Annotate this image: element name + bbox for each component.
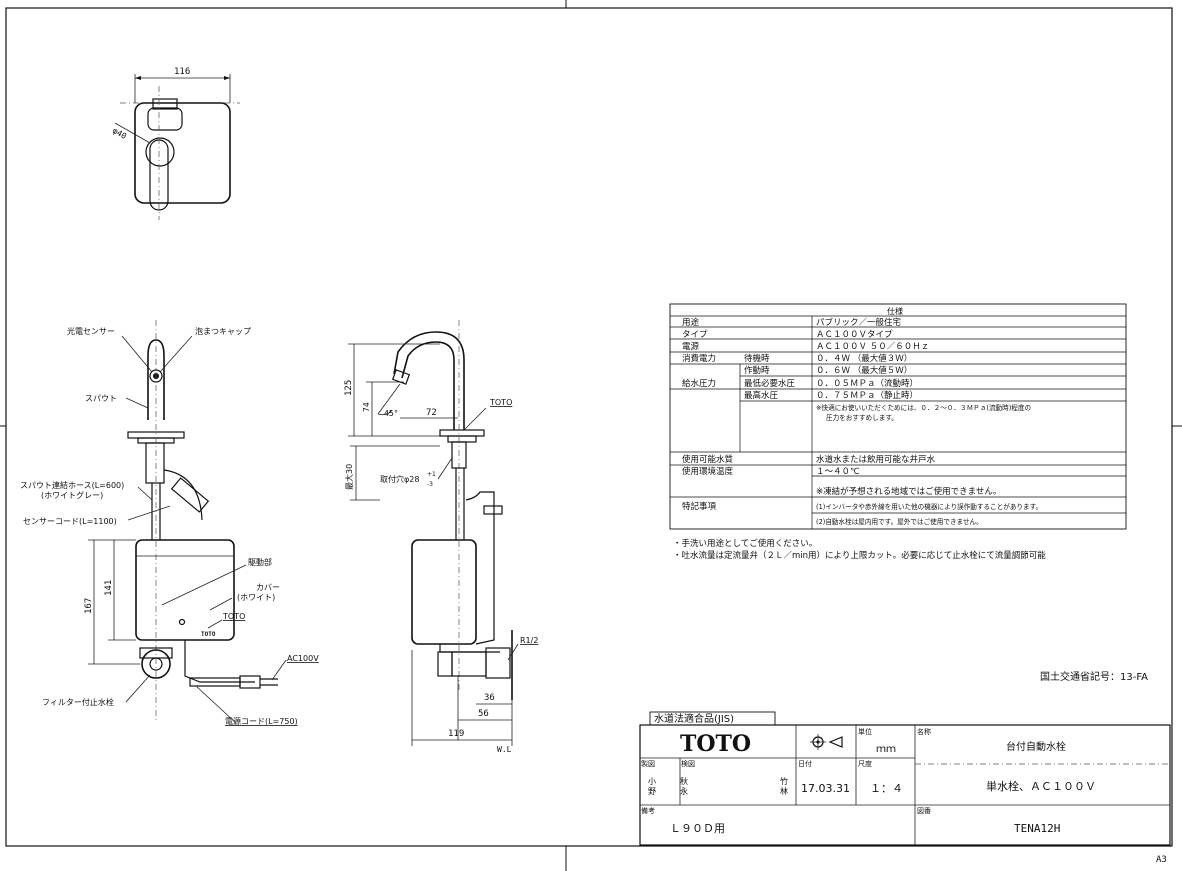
spec-row-value: ０．４Ｗ （最大値３Ｗ） <box>816 353 912 364</box>
drawn-label: 製図 <box>641 759 655 768</box>
dwg-label: 図番 <box>917 807 931 815</box>
side-label-max30: 最大30 <box>344 464 354 490</box>
spec-row-value: パブリック／一般住宅 <box>816 317 901 328</box>
spec-row-value: 圧力をおすすめします。 <box>826 413 898 422</box>
checked-by-1: 秋 <box>680 776 688 786</box>
top-dim-dia: φ40 <box>111 126 128 141</box>
front-view: TOTO 167 141 <box>84 320 287 724</box>
spec-row-label: 消費電力 <box>682 353 716 364</box>
note-1: ・手洗い用途としてご使用ください。 <box>673 538 817 549</box>
spec-row-value: 水道水または飲用可能な井戸水 <box>816 454 936 465</box>
svg-text:TOTO: TOTO <box>201 631 216 638</box>
spec-row-value: ※快適にお使いいただくためには、０．２～０．３ＭＰａ(流動時)程度の <box>816 403 1031 412</box>
dim-141: 141 <box>104 580 114 596</box>
checked-label: 検図 <box>681 759 695 768</box>
name-label: 名称 <box>917 727 931 736</box>
date-value: 17.03.31 <box>801 782 850 795</box>
spec-row-label: 特記事項 <box>682 501 717 512</box>
unit-label: 単位 <box>858 727 872 736</box>
note-2: ・吐水流量は定流量弁（２Ｌ／min用）により上限カット。必要に応じて止水栓にて流… <box>673 550 1046 561</box>
side-label-toto: TOTO <box>489 398 512 407</box>
dim-125: 125 <box>344 380 354 396</box>
label-cap: 泡まつキャップ <box>195 326 251 336</box>
dim-167: 167 <box>84 598 94 614</box>
spec-row-label: 電源 <box>682 342 700 352</box>
spec-row-label: 給水圧力 <box>682 378 716 389</box>
dim-74: 74 <box>362 402 371 412</box>
drawn-by-1: 小 <box>648 777 656 786</box>
checked-by-2: 永 <box>680 786 688 796</box>
brand-logo: TOTO <box>680 731 751 757</box>
spec-row-sub: 最高水圧 <box>744 390 779 401</box>
spec-row-value: (2)自動水栓は屋内用です。屋外ではご使用できません。 <box>816 517 983 526</box>
jis-label: 水道法適合品(JIS) <box>654 712 734 725</box>
label-hose-color: (ホワイトグレー) <box>41 490 103 500</box>
spec-row-value: ※凍結が予想される地域ではご使用できません。 <box>816 486 1001 497</box>
label-drive: 駆動部 <box>248 557 272 567</box>
spec-row-sub: 作動時 <box>744 365 770 376</box>
label-ac: AC100V <box>287 654 319 663</box>
sheet-size: A3 <box>1156 855 1167 865</box>
spec-row-label: 使用環境温度 <box>682 466 734 477</box>
scale-label: 尺度 <box>858 759 872 768</box>
spec-row-value: １～４０℃ <box>816 467 860 477</box>
side-label-r12: R1/2 <box>520 636 538 645</box>
approved-by-1: 竹 <box>780 776 788 786</box>
side-label-mount-hole: 取付穴φ28 <box>380 474 419 484</box>
top-dim-width: 116 <box>174 67 190 77</box>
spec-row-value: ＡＣ１００Ｖタイプ <box>816 330 893 340</box>
label-sensor: 光電センサー <box>67 326 115 336</box>
drawn-by-2: 野 <box>648 787 656 796</box>
sheet-border <box>5 7 1173 847</box>
dim-36: 36 <box>484 693 495 703</box>
spec-row-value: ０．０５ＭＰａ（流動時） <box>816 378 918 389</box>
spec-row-label: 使用可能水質 <box>682 454 734 465</box>
scale-value: １：４ <box>870 782 903 795</box>
label-toto: TOTO <box>222 612 245 621</box>
side-label-tol-minus: -3 <box>427 481 433 488</box>
dim-119: 119 <box>448 729 464 739</box>
side-label-tol-plus: +1 <box>427 471 436 478</box>
subname-value: 単水栓、ＡＣ１００Ｖ <box>986 779 1096 793</box>
ministry-code: 国土交通省記号：13-FA <box>1040 670 1148 683</box>
approved-by-2: 林 <box>780 786 788 796</box>
title-block <box>639 711 1171 846</box>
spec-row-value: ＡＣ１００Ｖ ５０／６０Ｈｚ <box>816 342 929 352</box>
spec-row-sub: 待機時 <box>744 353 770 364</box>
label-cover: カバー <box>256 583 280 592</box>
label-filter: フィルター付止水栓 <box>42 697 114 707</box>
spec-row-label: タイプ <box>682 330 708 340</box>
side-view: 125 74 45° 72 36 56 119 <box>344 320 519 746</box>
label-cover-color: (ホワイト) <box>237 593 275 602</box>
date-label: 日付 <box>798 759 812 768</box>
dim-72: 72 <box>426 408 437 418</box>
label-spout: スパウト <box>85 394 117 403</box>
spec-row-label: 用途 <box>682 317 700 328</box>
label-power-cord: 電源コード(L=750) <box>225 717 298 726</box>
dim-angle: 45° <box>384 409 398 418</box>
spec-row-value: ０．７５ＭＰａ（静止時） <box>816 390 918 401</box>
label-sensor-cord: センサーコード(L=1100) <box>23 517 117 526</box>
spec-row-value: ０．６Ｗ （最大値５Ｗ） <box>816 365 912 376</box>
remarks-value: Ｌ９０Ｄ用 <box>670 822 725 835</box>
spec-row-sub: 最低必要水圧 <box>744 378 796 389</box>
label-hose: スパウト連結ホース(L=600) <box>20 480 124 490</box>
spec-table <box>669 303 1127 530</box>
side-label-wl: W.L <box>497 745 512 754</box>
name-value: 台付自動水栓 <box>1006 740 1066 753</box>
top-view: 116 φ40 <box>111 67 240 220</box>
unit-value: ｍｍ <box>876 744 896 755</box>
spec-title: 仕様 <box>887 306 903 316</box>
remarks-label: 備考 <box>641 806 655 815</box>
spec-row-value: (1)インバータや赤外線を用いた他の機器により誤作動することがあります。 <box>816 502 1042 511</box>
dwg-number: TENA12H <box>1014 822 1060 835</box>
dim-56: 56 <box>478 709 489 719</box>
